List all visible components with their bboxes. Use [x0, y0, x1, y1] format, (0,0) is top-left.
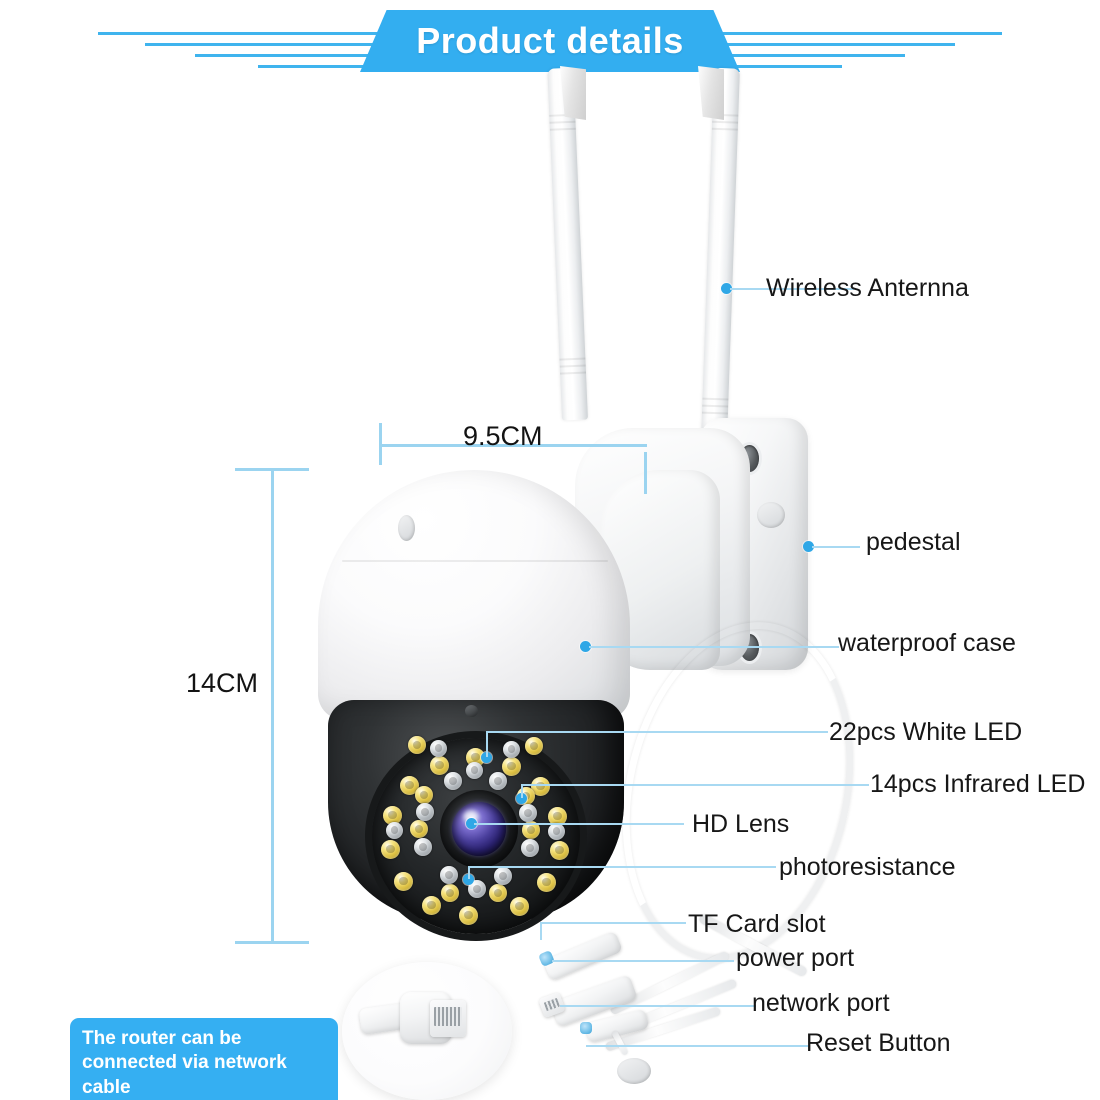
- annotation-label-network-port: network port: [752, 989, 890, 1017]
- annotation-dot: [481, 752, 492, 763]
- annotation-dot: [803, 541, 814, 552]
- annotation-label-pedestal: pedestal: [866, 528, 961, 556]
- annotation-label-power-port: power port: [736, 944, 855, 972]
- annotation-label-infrared-led: 14pcs Infrared LED: [870, 770, 1086, 798]
- callout-text: The router can be connected via network …: [82, 1028, 287, 1098]
- annotation-label-wireless-antenna: Wireless Anternna: [766, 274, 969, 302]
- dimension-height-label: 14CM: [186, 668, 259, 698]
- annotation-label-tf-card-slot: TF Card slot: [688, 910, 826, 938]
- annotation-dot: [466, 818, 477, 829]
- annotation-label-photoresistance: photoresistance: [779, 853, 956, 881]
- annotation-dot: [721, 283, 732, 294]
- annotation-label-hd-lens: HD Lens: [692, 810, 790, 838]
- annotation-label-reset-button: Reset Button: [806, 1029, 951, 1057]
- banner-plate: [360, 10, 740, 72]
- annotation-dot: [463, 874, 474, 885]
- page-title: Product details: [416, 20, 684, 61]
- annotation-dot: [516, 793, 527, 804]
- annotation-label-waterproof-case: waterproof case: [838, 629, 1016, 657]
- banner-tail-left: [560, 66, 586, 120]
- hd-lens: [452, 802, 506, 856]
- annotation-label-white-led: 22pcs White LED: [829, 718, 1023, 746]
- dimension-width-label: 9.5CM: [463, 421, 543, 451]
- router-network-cable-callout: The router can be connected via network …: [70, 1018, 338, 1100]
- banner-tail-right: [698, 66, 724, 120]
- header-banner: Product details: [360, 10, 740, 72]
- annotation-dot: [580, 641, 591, 652]
